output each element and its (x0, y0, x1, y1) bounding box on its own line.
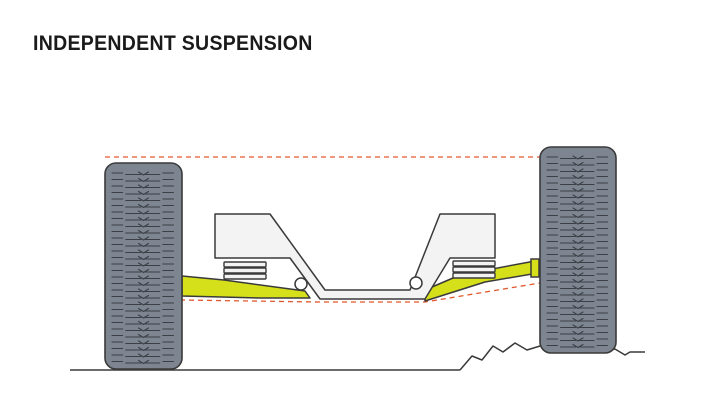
left-pivot (294, 277, 308, 291)
tire-tread (546, 155, 609, 349)
left-spring-icon (223, 261, 267, 280)
right-pivot (409, 276, 423, 290)
lower-reference-line (179, 282, 541, 303)
left-wheel-tire-icon (104, 162, 183, 370)
right-spring-icon (452, 260, 496, 279)
tire-tread (111, 171, 175, 365)
diagram-title: INDEPENDENT SUSPENSION (33, 32, 313, 55)
right-hub-bracket (530, 258, 540, 278)
right-wheel-tire-icon (539, 146, 617, 354)
chassis-subframe (214, 213, 496, 300)
